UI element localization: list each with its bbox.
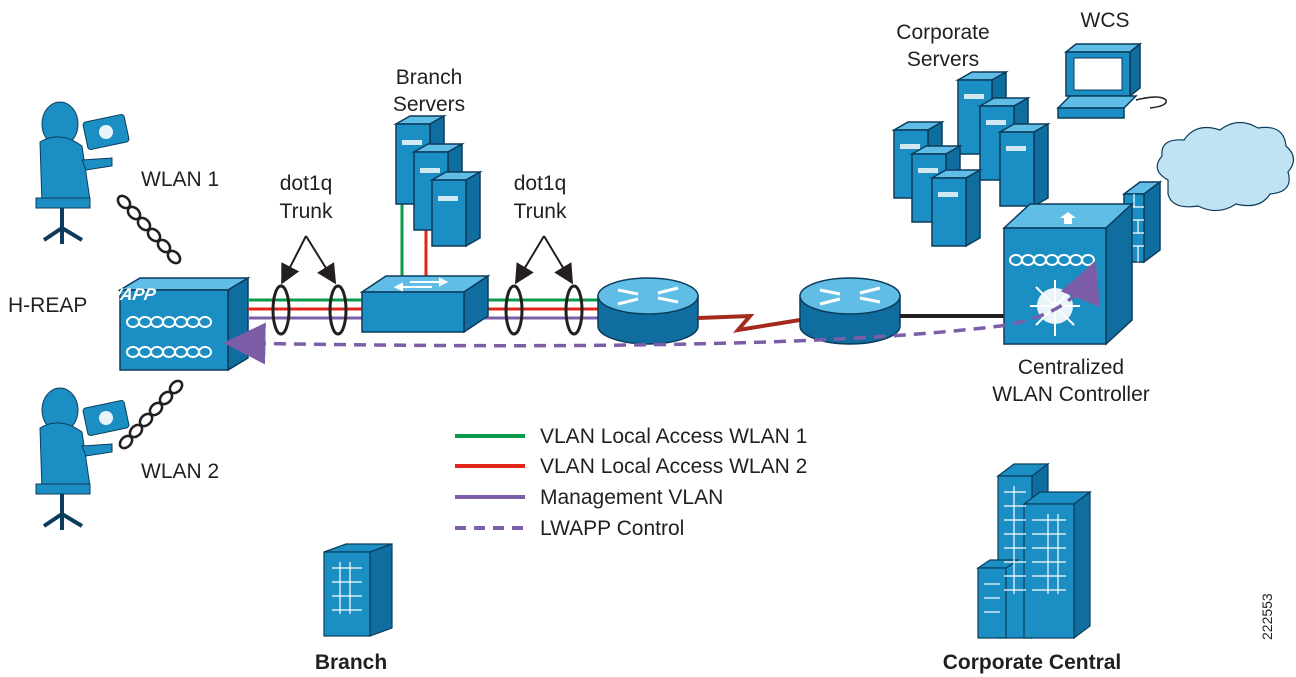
branch-building-icon — [323, 543, 393, 637]
wireless-signal-wlan2-icon — [118, 379, 184, 450]
corporate-servers-label-line1: Corporate — [896, 21, 989, 44]
controller-label-line2: WLAN Controller — [992, 383, 1150, 406]
legend-label: Management VLAN — [540, 486, 723, 509]
lwapp-control-tunnel — [223, 260, 1100, 365]
controller-label-line1: Centralized — [1018, 356, 1124, 379]
wireless-signal-wlan1-icon — [116, 194, 182, 265]
legend-item: Management VLAN — [455, 486, 723, 509]
branch-servers-icon — [393, 114, 483, 248]
trunk2-label-line2: Trunk — [514, 200, 567, 223]
wireless-user-2-icon — [35, 387, 130, 530]
central-router-icon — [799, 277, 901, 345]
lwapp-badge-label: LWAPP — [94, 284, 158, 304]
wireless-user-1-icon — [35, 101, 130, 244]
legend: VLAN Local Access WLAN 1 VLAN Local Acce… — [455, 425, 807, 540]
trunk1-label-line1: dot1q — [280, 172, 333, 195]
legend-label: LWAPP Control — [540, 517, 684, 540]
wan-link — [697, 313, 801, 333]
corporate-building-icon — [976, 462, 1092, 640]
trunk2-label-line1: dot1q — [514, 172, 567, 195]
branch-servers-label-line1: Branch — [396, 66, 463, 89]
corporate-servers-label-line2: Servers — [907, 48, 979, 71]
figure-id-label: 222553 — [1259, 593, 1275, 640]
branch-servers-label-line2: Servers — [393, 93, 465, 116]
legend-item: VLAN Local Access WLAN 1 — [455, 425, 807, 448]
internet-cloud-icon — [1156, 121, 1295, 212]
legend-label: VLAN Local Access WLAN 1 — [540, 425, 807, 448]
branch-router-icon — [597, 277, 699, 345]
legend-label: VLAN Local Access WLAN 2 — [540, 455, 807, 478]
legend-item: LWAPP Control — [455, 517, 684, 540]
corporate-servers-icon — [891, 70, 1051, 248]
corporate-central-label: Corporate Central — [943, 651, 1122, 674]
wcs-workstation-icon — [1056, 42, 1167, 119]
wcs-label: WCS — [1081, 9, 1130, 32]
wlan1-label: WLAN 1 — [141, 168, 219, 191]
branch-label: Branch — [315, 651, 387, 674]
branch-switch-icon — [359, 274, 491, 334]
trunk1-label-line2: Trunk — [280, 200, 333, 223]
wlan2-label: WLAN 2 — [141, 460, 219, 483]
legend-item: VLAN Local Access WLAN 2 — [455, 455, 807, 478]
hreap-label: H-REAP — [8, 294, 87, 317]
